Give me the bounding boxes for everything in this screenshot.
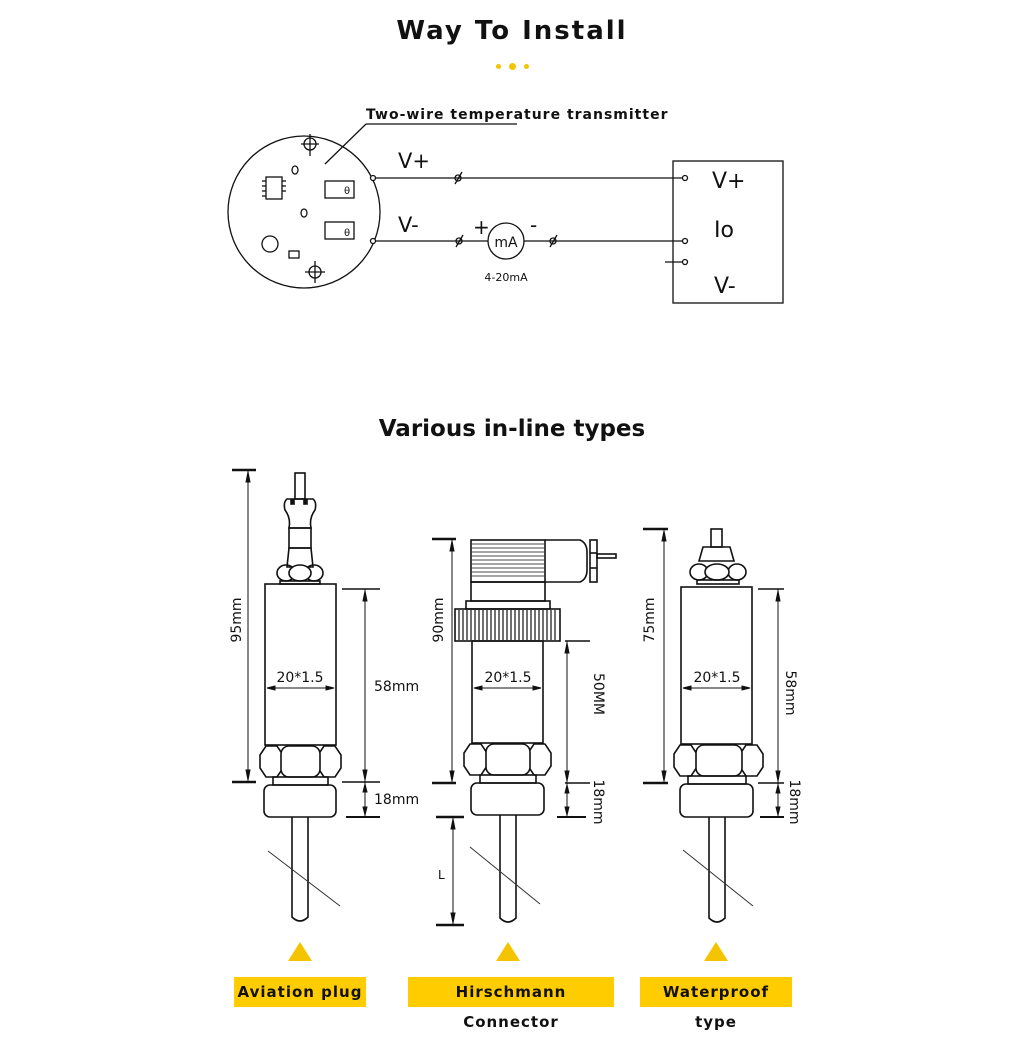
pcb-symbol: θ: [344, 186, 350, 197]
meter-plus-sign: +: [473, 215, 490, 239]
thread-label: 20*1.5: [276, 670, 323, 686]
pcb-terminal-block: [324, 180, 355, 199]
page-title: Way To Install: [396, 16, 628, 46]
pcb-hole: [291, 165, 299, 175]
nut-height-label: 18mm: [590, 779, 606, 824]
pcb-symbol: θ: [344, 228, 350, 239]
transmitter-pcb: [227, 135, 381, 289]
label-leader-line: [324, 123, 367, 165]
wire-break-mark: [549, 234, 558, 248]
body-height-label: 58mm: [782, 670, 798, 715]
wiring-diagram: [227, 123, 784, 304]
triangle-pointer-icon: [288, 942, 312, 961]
section-title: Various in-line types: [378, 416, 646, 442]
waterproof-type-drawing: [673, 528, 764, 923]
type-label-aviation-plug: Aviation plug: [234, 977, 366, 1007]
terminal-v-plus-label: V+: [398, 149, 430, 173]
meter-range-label: 4-20mA: [484, 271, 528, 284]
hirschmann-connector-drawing: [454, 539, 617, 923]
nut-height-label: 18mm: [374, 792, 419, 808]
wire-break-mark: [455, 237, 463, 245]
type-label-waterproof-type: Waterproof type: [640, 977, 792, 1031]
supply-terminal: [681, 258, 689, 266]
wire-break-mark: [455, 234, 464, 248]
dot-icon: [508, 63, 516, 70]
triangle-pointer-icon: [704, 942, 728, 961]
pcb-hole: [300, 208, 308, 218]
terminal-v-minus-label: V-: [398, 213, 419, 237]
terminal-node: [369, 174, 377, 182]
body-height-label: 58mm: [374, 679, 419, 695]
wire-break-mark: [454, 171, 463, 185]
aviation-plug-drawing: [259, 472, 342, 922]
meter-minus-sign: -: [530, 213, 537, 237]
dot-icon: [523, 64, 529, 69]
title-dots-decoration: [0, 56, 1024, 75]
terminal-node: [369, 237, 377, 245]
supply-v-minus-label: V-: [714, 274, 736, 299]
pcb-terminal-block: [324, 221, 355, 240]
triangle-pointer-icon: [496, 942, 520, 961]
total-height-label: 95mm: [229, 597, 245, 642]
thread-label: 20*1.5: [484, 670, 531, 686]
transmitter-label: Two-wire temperature transmitter: [366, 107, 668, 123]
dimension-lines: [432, 537, 590, 927]
break-line: [267, 850, 341, 907]
body-height-label: 50MM: [590, 673, 606, 715]
total-height-label: 75mm: [642, 597, 658, 642]
total-height-label: 90mm: [431, 597, 447, 642]
supply-terminal: [681, 174, 689, 182]
dimension-lines: [643, 527, 784, 818]
ic-chip-icon: [262, 176, 286, 200]
wire-break-mark: [454, 174, 462, 182]
break-line: [469, 846, 541, 905]
pcb-small-pad: [288, 250, 300, 259]
break-line: [682, 849, 754, 907]
supply-io-label: Io: [714, 218, 734, 243]
thread-label: 20*1.5: [693, 670, 740, 686]
supply-terminal: [681, 237, 689, 245]
pcb-large-hole: [261, 235, 279, 253]
mount-hole-icon: [305, 261, 325, 283]
probe-length-label: L: [438, 868, 445, 882]
mount-hole-icon: [301, 134, 319, 156]
supply-v-plus-label: V+: [712, 169, 745, 194]
power-supply-box: [672, 160, 784, 304]
type-label-hirschmann-connector: Hirschmann Connector: [408, 977, 614, 1031]
nut-height-label: 18mm: [786, 779, 802, 824]
meter-label: mA: [494, 235, 518, 251]
dimension-lines: [232, 468, 380, 818]
wire-break-mark: [549, 237, 557, 245]
dot-icon: [495, 64, 501, 69]
